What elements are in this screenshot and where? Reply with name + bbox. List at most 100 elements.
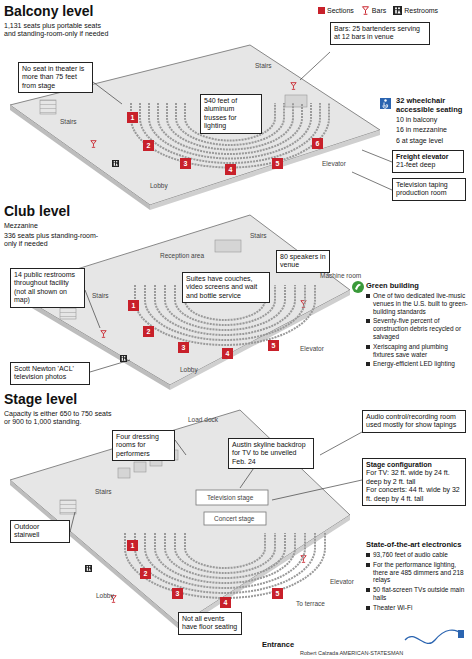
seat-row — [165, 533, 285, 578]
section-number: 1 — [127, 540, 138, 551]
bullet-item: For the performance lighting, there are … — [366, 561, 466, 584]
legend-swatch — [318, 7, 325, 14]
callout-text: Outdoor stairwell — [14, 523, 66, 540]
legend-icon — [393, 6, 402, 15]
note-text: Entrance — [262, 640, 294, 649]
callout-text: For TV: 32 ft. wide by 24 ft. deep by 2 … — [366, 469, 462, 486]
section-label: 5 — [276, 160, 280, 167]
map-label: Load dock — [188, 416, 218, 423]
map-label: Elevator — [330, 578, 354, 585]
callout-box: 14 public restrooms throughout facility … — [10, 268, 85, 308]
text-column: State-of-the-art electronics 93,760 feet … — [366, 540, 466, 612]
bullet-text: Theater Wi-Fi — [373, 604, 412, 611]
bullet-square — [366, 345, 370, 349]
callout-text: Stage configuration — [366, 461, 462, 469]
section-number: 3 — [178, 342, 189, 353]
section-label: 1 — [131, 114, 135, 121]
map-label: Stairs — [255, 62, 272, 69]
map-label: Stairs — [92, 292, 109, 299]
section-number: 2 — [143, 140, 154, 151]
seat-row — [175, 533, 275, 573]
level-heading: Balcony level — [4, 4, 94, 19]
legend-text: Restrooms — [404, 7, 438, 14]
callout-text: Four dressing rooms for performers — [116, 433, 171, 458]
callout-text: Bars: 25 bartenders serving at 12 bars i… — [334, 25, 426, 42]
bullet-text: One of two dedicated live-music venues i… — [373, 292, 468, 315]
section-label: 4 — [229, 166, 233, 173]
map-label: To terrace — [296, 600, 325, 607]
callout-box: Scott Newton 'ACL' television photos — [10, 362, 90, 385]
section-label: 2 — [147, 142, 151, 149]
callout-box: Bars: 25 bartenders serving at 12 bars i… — [330, 22, 430, 45]
section-label: 5 — [276, 590, 280, 597]
section-label: 2 — [144, 570, 148, 577]
callout-box: Suites have couches, video screens and w… — [182, 272, 270, 303]
text-column: 32 wheelchair accessible seating 10 in ba… — [396, 96, 468, 145]
bullet-item: Energy-efficient LED lighting — [366, 360, 468, 368]
section-label: 3 — [182, 344, 186, 351]
section-number: 1 — [127, 112, 138, 123]
callout-box: Four dressing rooms for performers — [112, 430, 175, 461]
note-text: 336 seats plus standing-room-only if nee… — [4, 232, 99, 249]
bullet-text: Energy-efficient LED lighting — [373, 360, 455, 367]
section-label: 1 — [131, 542, 135, 549]
bullet-item: Xeriscaping and plumbing fixtures save w… — [366, 343, 468, 359]
bullet-square — [366, 319, 370, 323]
section-label: 5 — [272, 342, 276, 349]
callout-text: For concerts: 44 ft. wide by 32 ft. deep… — [366, 486, 462, 503]
map-label: Stairs — [95, 488, 112, 495]
map-label: Lobby — [96, 592, 114, 599]
section-number: 2 — [140, 568, 151, 579]
bullet-square — [366, 362, 370, 366]
callout-box: Freight elevator21-feet deep — [392, 150, 464, 173]
callout-text: 540 feet of aluminum trusses for lightin… — [204, 97, 258, 131]
section-number: 4 — [220, 597, 231, 608]
legend: Sections Bars Restrooms — [318, 6, 438, 15]
map-label: Elevator — [322, 160, 346, 167]
callout-box: Stage configurationFor TV: 32 ft. wide b… — [362, 458, 466, 506]
section-number: 1 — [128, 300, 139, 311]
section-label: 4 — [226, 350, 230, 357]
callout-text: 21-feet deep — [396, 161, 460, 169]
bullet-square — [366, 563, 370, 567]
bullet-item: 50 flat-screen TVs outside main halls — [366, 586, 466, 602]
callout-text: Television taping production room — [396, 181, 462, 198]
bullet-item: Theater Wi-Fi — [366, 604, 466, 612]
callout-text: Austin skyline backdrop for TV to be unv… — [232, 441, 310, 466]
seat-row — [135, 533, 315, 593]
map-label: Stairs — [60, 118, 77, 125]
section-number: 5 — [268, 340, 279, 351]
note-text: 6 at stage level — [396, 137, 468, 145]
credit: Robert Calzada AMERICAN-STATESMAN — [300, 650, 403, 656]
section-number: 5 — [272, 158, 283, 169]
legend-text: Bars — [372, 7, 386, 14]
seat-row — [145, 533, 305, 588]
section-label: 2 — [147, 328, 151, 335]
bullet-text: 93,760 feet of audio cable — [373, 551, 448, 558]
section-number: 3 — [172, 588, 183, 599]
note-text: State-of-the-art electronics — [366, 540, 466, 549]
bullet-item: Seventy-five percent of construction deb… — [366, 317, 468, 340]
bullet-text: Seventy-five percent of construction deb… — [373, 317, 461, 340]
legend-text: Sections — [327, 7, 354, 14]
callout-text: 14 public restrooms throughout facility … — [14, 271, 81, 305]
section-number: 4 — [225, 164, 236, 175]
text-column: Green buildingOne of two dedicated live-… — [366, 281, 468, 368]
note-text: 16 in mezzanine — [396, 126, 468, 134]
section-number: 4 — [222, 348, 233, 359]
callout-box: 540 feet of aluminum trusses for lightin… — [200, 94, 262, 134]
seat-row — [155, 533, 295, 583]
note-text: 1,131 seats plus portable seats and stan… — [4, 22, 112, 39]
note-text: 10 in balcony — [396, 116, 468, 124]
map-label: Lobby — [180, 366, 198, 373]
map-label: Elevator — [300, 345, 324, 352]
map-label: Stairs — [250, 232, 267, 239]
callout-box: Austin skyline backdrop for TV to be unv… — [228, 438, 314, 469]
section-number: 2 — [143, 326, 154, 337]
section-label: 4 — [224, 599, 228, 606]
note-text: 32 wheelchair accessible seating — [396, 96, 468, 114]
section-label: 3 — [176, 590, 180, 597]
callout-text: 80 speakers in venue — [280, 253, 326, 270]
level-heading: Club level — [4, 204, 70, 219]
